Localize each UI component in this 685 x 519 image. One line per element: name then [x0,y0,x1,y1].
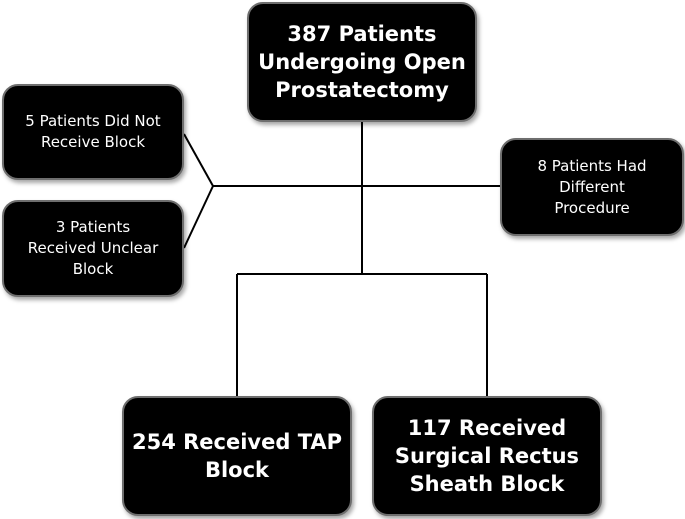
node-different-procedure: 8 Patients Had Different Procedure [500,138,684,236]
node-rectus-sheath-block: 117 Received Surgical Rectus Sheath Bloc… [372,396,602,516]
branch-to-unclear [183,185,214,249]
node-unclear-block-label: 3 Patients Received Unclear Block [27,218,159,278]
node-did-not-receive-block: 5 Patients Did Not Receive Block [2,84,184,180]
node-different-procedure-label: 8 Patients Had Different Procedure [537,156,647,217]
node-did-not-receive-block-label: 5 Patients Did Not Receive Block [25,112,161,151]
node-total-patients: 387 Patients Undergoing Open Prostatecto… [247,2,477,122]
node-tap-block-label: 254 Received TAP Block [131,430,343,482]
node-unclear-block: 3 Patients Received Unclear Block [2,200,184,297]
node-rectus-sheath-block-label: 117 Received Surgical Rectus Sheath Bloc… [394,416,580,496]
branch-to-no-block [183,133,214,187]
node-total-patients-label: 387 Patients Undergoing Open Prostatecto… [258,22,466,102]
node-tap-block: 254 Received TAP Block [122,396,352,516]
